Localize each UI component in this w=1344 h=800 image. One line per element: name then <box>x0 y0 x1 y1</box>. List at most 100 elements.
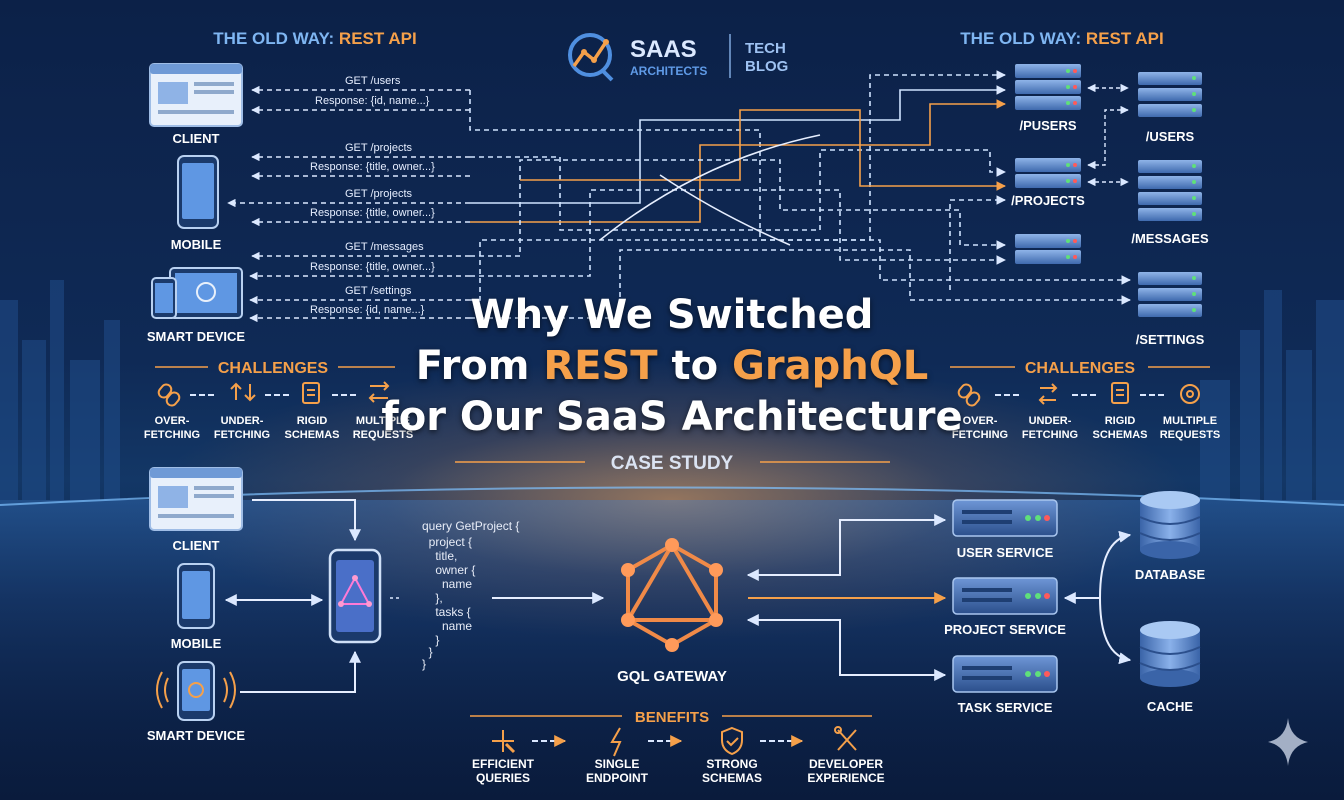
chain-link-icon <box>957 383 981 407</box>
challenge-label: FETCHING <box>952 429 1008 441</box>
endpoint-label: /SETTINGS <box>1136 332 1205 347</box>
brand-name: SAAS <box>630 36 697 63</box>
benefit-label: EXPERIENCE <box>807 771 884 785</box>
benefit-icons <box>492 726 857 757</box>
challenge-label: UNDER- <box>221 415 264 427</box>
server-rack-icon <box>1138 160 1202 221</box>
store-label: CACHE <box>1147 699 1194 714</box>
benefit-label: SINGLE <box>595 757 640 771</box>
query-line: query GetProject { <box>422 519 519 533</box>
server-link-arrows <box>1087 83 1129 187</box>
gql-client-label: CLIENT <box>173 538 220 553</box>
client-to-phone-arrows <box>224 499 361 693</box>
arrows-split-icon <box>230 382 256 402</box>
blog-label-top: TECH <box>745 40 786 57</box>
service-store-arrows <box>1063 530 1132 665</box>
rest-request-label: GET /projects <box>345 188 413 200</box>
challenge-label: OVER- <box>963 415 998 427</box>
title-line-3: for Our SaaS Architecture <box>0 394 1344 440</box>
rest-request-label: GET /users <box>345 75 401 87</box>
arrows-split-icon <box>1038 383 1058 405</box>
challenge-label: FETCHING <box>144 429 200 441</box>
challenges-heading: CHALLENGES <box>1025 360 1136 377</box>
challenges-left: CHALLENGES <box>155 360 395 377</box>
rest-request-label: GET /messages <box>345 241 424 253</box>
brand-logo <box>568 33 614 82</box>
store-label: DATABASE <box>1135 567 1206 582</box>
server-unit-icon <box>952 577 1058 615</box>
rest-mobile-label: MOBILE <box>171 237 222 252</box>
server-rack-icon <box>1138 72 1202 117</box>
rest-request-label: GET /settings <box>345 285 412 297</box>
left-section-heading: THE OLD WAY: REST API <box>213 29 416 48</box>
benefit-label: ENDPOINT <box>586 771 649 785</box>
benefit-label: EFFICIENT <box>472 757 535 771</box>
endpoint-label: /PUSERS <box>1019 118 1076 133</box>
brand-subtitle: ARCHITECTS <box>630 64 707 78</box>
endpoint-label: /PROJECTS <box>1011 193 1085 208</box>
chain-link-icon <box>157 383 181 407</box>
server-rack-icon <box>1138 272 1202 317</box>
benefit-label: SCHEMAS <box>702 771 762 785</box>
challenge-label: RIGID <box>1105 415 1136 427</box>
challenge-icons-right <box>957 382 1200 407</box>
challenges-heading: CHALLENGES <box>218 360 329 377</box>
gateway-label: GQL GATEWAY <box>617 668 727 685</box>
title-line-2: From REST to GraphQL <box>0 343 1344 389</box>
service-label: PROJECT SERVICE <box>944 622 1066 637</box>
title-graphql-highlight: GraphQL <box>732 343 929 389</box>
query-line: title, <box>422 549 457 563</box>
server-unit-icon <box>952 499 1058 537</box>
smart-device-icon <box>151 267 243 319</box>
query-line: name <box>422 577 472 591</box>
rest-response-label: Response: {id, name...} <box>315 95 430 107</box>
benefit-label: STRONG <box>706 757 757 771</box>
title-line-1: Why We Switched <box>0 292 1344 338</box>
challenge-label: REQUESTS <box>353 429 414 441</box>
rest-response-label: Response: {title, owner...} <box>310 161 435 173</box>
challenge-label: SCHEMAS <box>284 429 339 441</box>
rest-response-label: Response: {id, name...} <box>310 304 425 316</box>
challenge-icons-left <box>157 381 390 407</box>
challenge-label: REQUESTS <box>1160 429 1221 441</box>
graphql-logo-icon <box>621 538 723 652</box>
database-icon <box>1139 491 1201 559</box>
challenge-label: MULTIPLE <box>1163 415 1217 427</box>
query-line: } <box>422 657 426 671</box>
gql-smart-device-label: SMART DEVICE <box>147 728 246 743</box>
title-text: to <box>657 343 733 389</box>
skyline-right <box>1200 290 1344 500</box>
browser-window-icon <box>149 467 243 531</box>
graphql-phone-icon <box>328 548 382 644</box>
query-code-block: query GetProject { project { title, owne… <box>422 519 519 671</box>
multi-arrows-icon <box>368 381 390 403</box>
right-section-heading: THE OLD WAY: REST API <box>960 29 1163 48</box>
rest-smart-device-label: SMART DEVICE <box>147 329 246 344</box>
server-unit-icon <box>952 655 1058 693</box>
title-text: Why We Switched <box>470 292 874 338</box>
title-text: for Our SaaS Architecture <box>381 394 963 440</box>
wrench-tools-icon <box>834 726 857 751</box>
cache-icon <box>1139 621 1201 687</box>
mobile-phone-icon <box>177 563 215 629</box>
schema-doc-icon <box>1111 382 1129 404</box>
skyline-left <box>0 280 120 500</box>
sparkle-icon <box>1268 718 1308 766</box>
challenge-label: FETCHING <box>214 429 270 441</box>
tangled-connections <box>469 70 1131 319</box>
gql-mobile-label: MOBILE <box>171 636 222 651</box>
benefit-label: QUERIES <box>476 771 530 785</box>
benefit-label: DEVELOPER <box>809 757 883 771</box>
challenge-label: SCHEMAS <box>1092 429 1147 441</box>
smart-device-icon <box>156 661 236 721</box>
case-study-heading: CASE STUDY <box>611 453 734 474</box>
shield-check-icon <box>721 726 743 756</box>
query-line: } <box>422 633 439 647</box>
endpoint-label: /MESSAGES <box>1131 231 1209 246</box>
rest-response-label: Response: {title, owner...} <box>310 261 435 273</box>
benefits-heading: BENEFITS <box>635 709 709 726</box>
query-line: } <box>422 645 433 659</box>
gateway-service-arrows <box>746 514 947 681</box>
